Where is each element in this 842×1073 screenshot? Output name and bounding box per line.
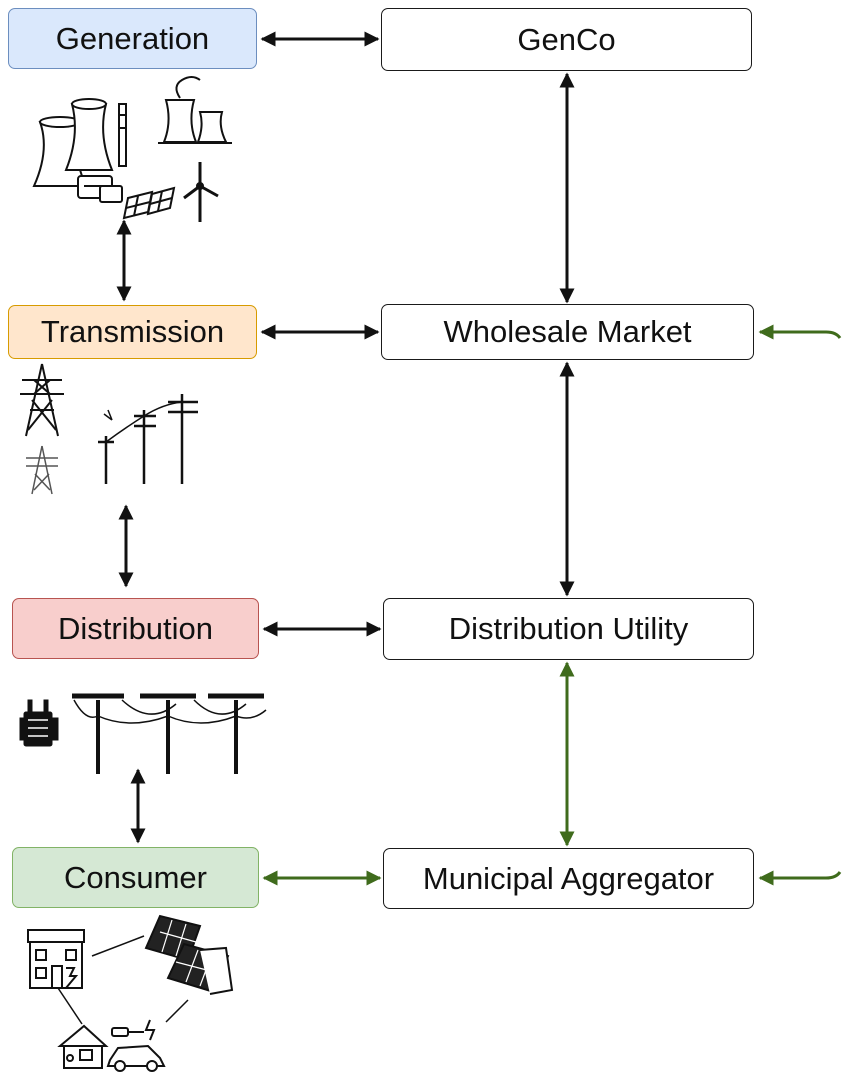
consumer-node[interactable]: Consumer xyxy=(12,847,259,908)
genco-node[interactable]: GenCo xyxy=(381,8,752,71)
generator-building-icon xyxy=(77,175,123,203)
generation-label: Generation xyxy=(55,20,210,56)
arrow-incoming-wholesale xyxy=(758,324,842,340)
distribution-label: Distribution xyxy=(57,610,214,646)
generation-node[interactable]: Generation xyxy=(8,8,257,69)
distribution-pole-icon xyxy=(72,693,267,774)
transformer-icon xyxy=(19,699,59,747)
wind-turbine-icon xyxy=(183,162,219,222)
generation-icons xyxy=(32,76,232,222)
wholesale-market-node[interactable]: Wholesale Market xyxy=(381,304,754,360)
transmission-icons xyxy=(20,363,198,495)
transmission-tower-small-icon xyxy=(26,445,58,495)
consumer-icons xyxy=(27,914,234,1072)
electric-car-icon xyxy=(106,1019,166,1072)
cooling-tower-icon xyxy=(32,98,127,187)
utility-pole-icon xyxy=(98,394,198,484)
building-icon xyxy=(27,929,85,989)
solar-panel-icon xyxy=(144,914,234,995)
house-icon xyxy=(57,1024,109,1069)
arrow-incoming-aggregator xyxy=(758,870,842,886)
transmission-label: Transmission xyxy=(40,314,225,349)
distribution-utility-label: Distribution Utility xyxy=(448,611,689,646)
transmission-tower-icon xyxy=(20,363,64,437)
power-plant-icon xyxy=(158,76,232,144)
wholesale-market-label: Wholesale Market xyxy=(443,314,692,349)
genco-label: GenCo xyxy=(517,21,616,57)
municipal-aggregator-node[interactable]: Municipal Aggregator xyxy=(383,848,754,909)
distribution-icons xyxy=(19,693,267,774)
municipal-aggregator-label: Municipal Aggregator xyxy=(422,860,715,896)
transmission-node[interactable]: Transmission xyxy=(8,305,257,359)
consumer-label: Consumer xyxy=(64,859,207,895)
solar-panel-icon xyxy=(122,186,176,220)
distribution-node[interactable]: Distribution xyxy=(12,598,259,659)
distribution-utility-node[interactable]: Distribution Utility xyxy=(383,598,754,660)
